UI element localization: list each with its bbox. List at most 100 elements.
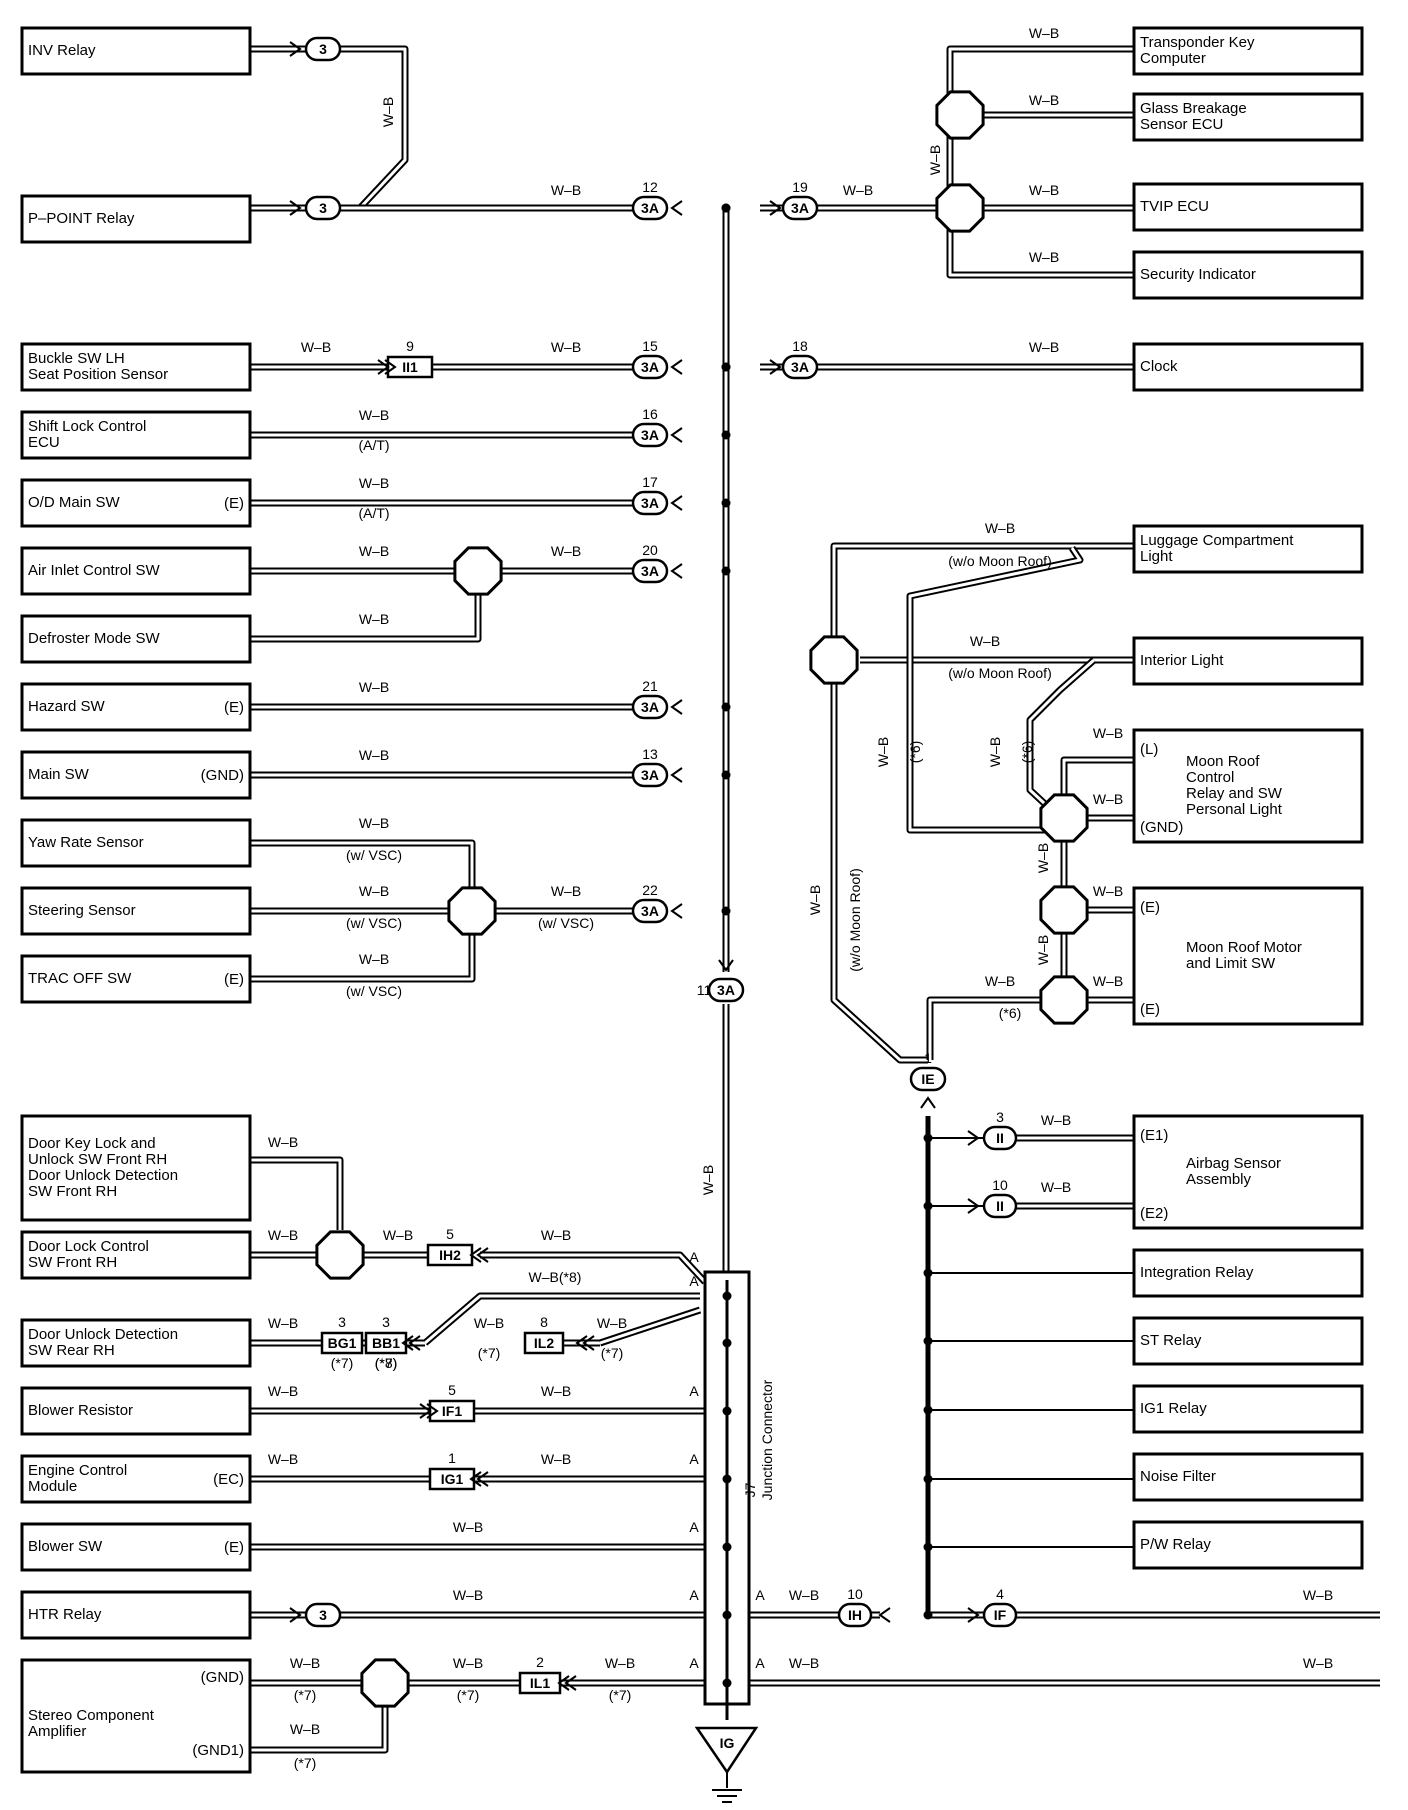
component-label: Blower Resistor <box>28 1402 133 1419</box>
wire-color-label: W–B <box>359 611 389 627</box>
connector-code: BG1 <box>328 1335 357 1351</box>
wire-color-label: W–B <box>875 737 891 767</box>
arrow-right <box>289 1607 302 1623</box>
connector-c-3-htr <box>304 1602 342 1628</box>
arrow-left <box>469 1247 482 1263</box>
connector-c-bg1-3 <box>320 1331 364 1355</box>
wire-color-label: W–B <box>985 973 1015 989</box>
component-label: ECU <box>28 434 60 451</box>
component-pin-label: (E) <box>224 971 244 988</box>
wire-color-label: W–B <box>1029 339 1059 355</box>
component-od-main-sw: O/D Main SW <box>20 478 252 528</box>
connector-code: 3A <box>641 903 659 919</box>
component-box <box>1132 1316 1364 1366</box>
component-label: IG1 Relay <box>1140 1400 1207 1417</box>
arrow-right <box>289 41 302 57</box>
note-label: (w/ VSC) <box>346 915 402 931</box>
wire-color-label: W–B <box>359 679 389 695</box>
connector-code: II1 <box>402 359 418 375</box>
connector-code: 3A <box>791 200 809 216</box>
connector-pin: 19 <box>792 179 808 195</box>
note-label: (*7) <box>457 1687 480 1703</box>
connector-pin: 8 <box>540 1314 548 1330</box>
connector-c-3a-13 <box>631 762 669 788</box>
junction-pin-label: A <box>689 1383 699 1399</box>
connector-pin: 13 <box>642 746 658 762</box>
note-label: (*7) <box>331 1355 354 1371</box>
arrow-right <box>384 359 397 375</box>
splice-dot <box>722 1542 732 1552</box>
component-defroster-sw: Defroster Mode SW <box>20 614 252 664</box>
wire-il2-right-core <box>599 1308 701 1345</box>
splice-dot <box>923 1405 933 1415</box>
arrow-right <box>967 1198 980 1214</box>
component-st-relay: ST Relay <box>1132 1316 1364 1366</box>
splice-octagon <box>809 635 859 685</box>
wire-defroster-core <box>250 595 480 641</box>
component-tvip-ecu: TVIP ECU <box>1132 182 1364 232</box>
arrow-left <box>670 563 683 579</box>
wire-door-key-core <box>250 1158 342 1230</box>
component-box <box>1132 1520 1364 1570</box>
wire-color-label: W–B <box>359 815 389 831</box>
note-label: (w/ VSC) <box>346 847 402 863</box>
wire-color-label: W–B <box>927 145 943 175</box>
component-box <box>20 410 252 460</box>
connector-code: 3A <box>641 359 659 375</box>
component-box <box>20 954 252 1004</box>
component-box <box>1132 636 1364 686</box>
component-label: Hazard SW <box>28 698 106 715</box>
ground-symbol <box>694 1726 759 1775</box>
connector-c-3a-12 <box>631 195 669 221</box>
component-box <box>1132 524 1364 574</box>
connector-pin: 18 <box>792 338 808 354</box>
component-box <box>20 1522 252 1572</box>
connector-c-3a-17 <box>631 490 669 516</box>
component-box <box>20 1114 252 1222</box>
wire-color-label: (*6) <box>1019 741 1035 764</box>
connector-c-bb1-3 <box>364 1331 408 1355</box>
component-ig1-relay: IG1 Relay <box>1132 1384 1364 1434</box>
connector-code: 3A <box>641 699 659 715</box>
note-label: (*7) <box>375 1355 398 1371</box>
component-label: Security Indicator <box>1140 266 1256 283</box>
arrow-left <box>476 1471 489 1487</box>
arrow-left <box>670 699 683 715</box>
component-label: Door Lock Control <box>28 1238 149 1255</box>
arrow-left <box>582 1335 595 1351</box>
connector-code: 3 <box>319 41 327 57</box>
wire-color-label: W–B <box>1029 25 1059 41</box>
connector-c-3a-18 <box>781 354 819 380</box>
connector-pin: 1 <box>448 1450 456 1466</box>
arrow-left <box>575 1335 588 1351</box>
wire-color-label: W–B <box>268 1134 298 1150</box>
wire-color-label: W–B <box>1093 725 1123 741</box>
connector-c-3a-21 <box>631 694 669 720</box>
wire-color-label: W–B <box>1029 92 1059 108</box>
wire-color-label: W–B <box>1029 249 1059 265</box>
connector-code: 3A <box>641 767 659 783</box>
component-label: Blower SW <box>28 1538 103 1555</box>
component-interior-light: Interior Light <box>1132 636 1364 686</box>
junction-pin-label: A <box>755 1655 765 1671</box>
component-pin-label: (EC) <box>213 1471 244 1488</box>
component-label: Yaw Rate Sensor <box>28 834 144 851</box>
component-pin-label: (E) <box>224 495 244 512</box>
connector-c-3a-15 <box>631 354 669 380</box>
component-box <box>20 1318 252 1368</box>
splice-dot <box>923 1542 933 1552</box>
component-blower-sw: Blower SW <box>20 1522 252 1572</box>
wire-bb1-8-core <box>424 1294 700 1345</box>
component-label: Unlock SW Front RH <box>28 1151 167 1168</box>
component-label: Noise Filter <box>1140 1468 1216 1485</box>
note-label: (w/ VSC) <box>538 915 594 931</box>
splice-dot <box>923 1201 933 1211</box>
component-hazard-sw: Hazard SW <box>20 682 252 732</box>
splice-dot <box>923 1133 933 1143</box>
arrow-up <box>920 1096 936 1109</box>
component-label: TRAC OFF SW <box>28 970 132 987</box>
component-label: Seat Position Sensor <box>28 366 168 383</box>
